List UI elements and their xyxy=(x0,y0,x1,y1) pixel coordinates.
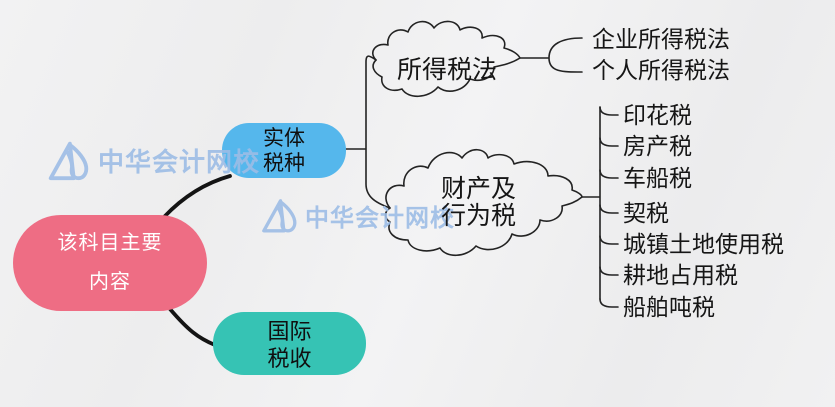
cloud-property-line2: 行为税 xyxy=(441,202,517,230)
leaf-urban-land-use-tax[interactable]: 城镇土地使用税 xyxy=(623,231,784,257)
node-entity-line1: 实体 xyxy=(263,126,305,150)
property-branch-5 xyxy=(599,235,619,245)
income-cloud-outline xyxy=(372,20,521,98)
property-branch-7 xyxy=(599,298,619,308)
property-branch-2 xyxy=(599,137,619,147)
node-entity-line2: 税种 xyxy=(263,151,305,175)
property-branch-4 xyxy=(599,204,619,214)
leaf-enterprise-income-tax[interactable]: 企业所得税法 xyxy=(592,26,730,52)
property-branch-1 xyxy=(599,106,619,116)
node-international-tax[interactable]: 国际 税收 xyxy=(213,312,366,375)
leaf-vessel-tonnage-tax[interactable]: 船舶吨税 xyxy=(623,294,715,320)
root-to-international-line xyxy=(168,307,217,347)
node-root-line2: 内容 xyxy=(89,271,131,293)
node-entity-taxes[interactable]: 实体 税种 xyxy=(222,123,346,178)
node-root-topic[interactable]: 该科目主要 内容 xyxy=(13,215,207,311)
leaf-vehicle-vessel-tax[interactable]: 车船税 xyxy=(623,165,692,191)
income-bracket xyxy=(519,37,583,73)
cloud-property-line1: 财产及 xyxy=(441,175,517,203)
leaf-deed-tax[interactable]: 契税 xyxy=(623,200,669,226)
leaf-farmland-occupation-tax[interactable]: 耕地占用税 xyxy=(623,262,738,288)
leaf-house-property-tax[interactable]: 房产税 xyxy=(623,133,692,159)
node-root-line1: 该科目主要 xyxy=(57,232,163,254)
leaf-stamp-tax[interactable]: 印花税 xyxy=(623,102,692,128)
node-intl-line1: 国际 xyxy=(267,319,312,344)
node-intl-line2: 税收 xyxy=(267,346,312,371)
cloud-property-behavior-tax[interactable]: 财产及 行为税 xyxy=(441,176,516,230)
root-to-entity-line xyxy=(162,174,232,219)
property-branch-6 xyxy=(599,266,619,276)
entity-junction-line xyxy=(344,55,391,209)
property-spine xyxy=(581,106,601,300)
cloud-income-tax-law[interactable]: 所得税法 xyxy=(397,56,498,84)
leaf-individual-income-tax[interactable]: 个人所得税法 xyxy=(592,57,730,83)
property-branch-3 xyxy=(599,169,619,179)
